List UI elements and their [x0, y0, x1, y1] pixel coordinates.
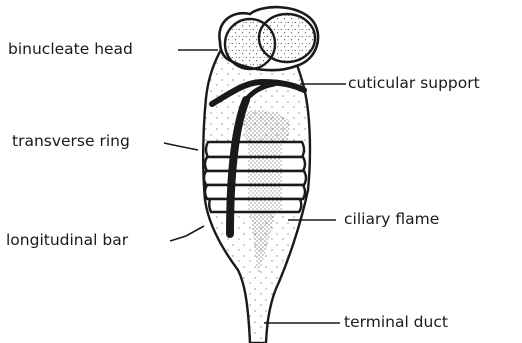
label-transverse-ring: transverse ring	[12, 134, 130, 150]
nucleus	[259, 14, 315, 62]
label-ciliary-flame: ciliary flame	[344, 212, 439, 228]
leader-ring	[164, 143, 198, 150]
label-cuticular-support: cuticular support	[348, 76, 480, 92]
leader-bar	[170, 226, 204, 241]
flame-through-rings	[248, 143, 282, 211]
label-terminal-duct: terminal duct	[344, 315, 448, 331]
label-binucleate-head: binucleate head	[8, 42, 133, 58]
label-longitudinal-bar: longitudinal bar	[6, 233, 128, 249]
binucleate-head	[219, 7, 318, 70]
